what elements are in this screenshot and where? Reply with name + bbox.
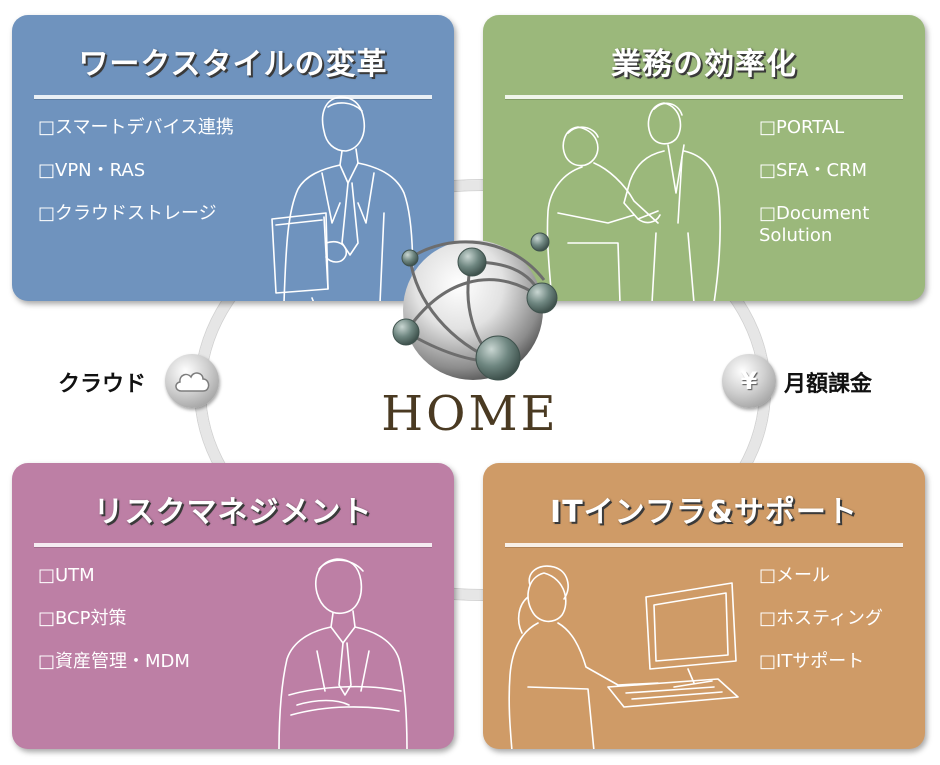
list-item: □ITサポート [759, 651, 865, 672]
yen-icon: ¥ [740, 367, 758, 395]
list-item: □ホスティング [759, 608, 883, 629]
card-infra: ITインフラ&サポート □メール □ホスティング □ITサポート [483, 463, 925, 749]
cloud-badge [165, 354, 219, 408]
list-item: □UTM [38, 565, 95, 586]
item-list: □スマートデバイス連携 □VPN・RAS □クラウドストレージ [38, 117, 234, 246]
item-list: □PORTAL □SFA・CRM □Document Solution [759, 117, 869, 246]
home-label: HOME [381, 386, 559, 442]
card-title: ワークスタイルの変革 [78, 47, 388, 82]
card-efficiency: 業務の効率化 □PORTAL □SFA・CRM □Document Soluti… [483, 15, 925, 301]
card-title: 業務の効率化 [611, 47, 797, 82]
list-item: □クラウドストレージ [38, 203, 217, 224]
divider [34, 543, 432, 547]
list-item: □メール [759, 565, 831, 586]
list-item: □PORTAL [759, 117, 845, 138]
divider [34, 95, 432, 99]
list-item: □VPN・RAS [38, 160, 146, 181]
item-list: □UTM □BCP対策 □資産管理・MDM [38, 565, 190, 694]
network-globe-icon [392, 232, 558, 381]
list-item: □SFA・CRM [759, 160, 868, 181]
list-item: □BCP対策 [38, 608, 127, 629]
businessman-arms-crossed-illustration [278, 558, 408, 749]
card-title: ITインフラ&サポート [550, 495, 858, 530]
divider [505, 543, 903, 547]
yen-badge: ¥ [722, 354, 776, 408]
cloud-label: クラウド [58, 372, 147, 397]
businessman-with-folder-illustration [271, 96, 414, 301]
card-workstyle: ワークスタイルの変革 □スマートデバイス連携 □VPN・RAS □クラウドストレ… [12, 15, 454, 301]
item-list: □メール □ホスティング □ITサポート [759, 565, 883, 694]
woman-at-computer-illustration [508, 565, 739, 749]
list-item: □スマートデバイス連携 [38, 117, 234, 138]
list-item: □Document Solution [759, 203, 870, 246]
cloud-icon [175, 372, 210, 392]
card-risk: リスクマネジメント □UTM □BCP対策 □資産管理・MDM [12, 463, 454, 749]
handshake-colleagues-illustration [546, 102, 721, 301]
monthly-billing-label: 月額課金 [784, 372, 873, 397]
list-item: □資産管理・MDM [38, 651, 190, 672]
divider [505, 95, 903, 99]
card-title: リスクマネジメント [93, 495, 373, 530]
